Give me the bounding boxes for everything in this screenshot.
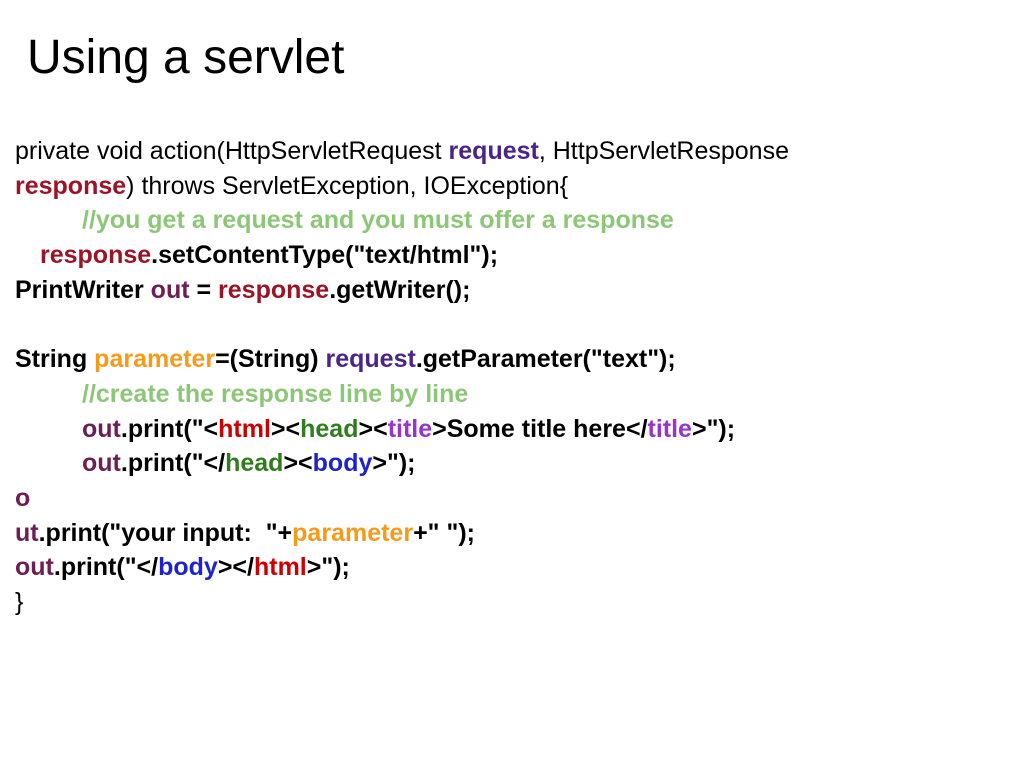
code-body: private void action(HttpServletRequest r… [15, 134, 789, 620]
code-token: out [15, 553, 54, 582]
code-token: html [218, 414, 271, 443]
slide-title: Using a servlet [27, 31, 345, 84]
code-token: , HttpServletResponse [538, 137, 789, 165]
code-token: head [225, 449, 284, 478]
code-token: = [189, 275, 219, 304]
code-token: >Some title here</ [432, 414, 648, 443]
code-line: PrintWriter out = response.getWriter(); [15, 273, 789, 308]
code-token: out [82, 414, 121, 443]
code-token: parameter [94, 345, 216, 374]
code-token: response [15, 171, 127, 200]
code-token: >< [358, 414, 388, 443]
code-token: >"); [691, 414, 736, 443]
code-line: out.print("<html><head><title>Some title… [15, 412, 789, 447]
code-token: .print("your input: "+ [38, 518, 293, 547]
code-token: response [40, 241, 152, 270]
code-token: >"); [306, 553, 350, 582]
code-token: request [325, 345, 416, 374]
code-token: +" "); [413, 518, 475, 547]
code-token: .getWriter(); [329, 275, 471, 304]
code-line: //you get a request and you must offer a… [15, 203, 789, 238]
code-token: //you get a request and you must offer a… [82, 206, 674, 235]
code-token: .print("</ [53, 553, 159, 582]
code-token: } [15, 587, 24, 616]
code-token: response [218, 275, 330, 304]
code-token: body [158, 553, 218, 582]
code-token: .print("< [120, 414, 219, 443]
code-token: .getParameter("text"); [415, 345, 676, 374]
code-token: title [387, 414, 433, 443]
code-line: private void action(HttpServletRequest r… [15, 134, 789, 169]
code-line: String parameter=(String) request.getPar… [15, 342, 789, 377]
code-token: .setContentType("text/html"); [151, 241, 499, 270]
code-token: out [150, 275, 190, 304]
code-line: response) throws ServletException, IOExc… [15, 169, 789, 204]
code-token: out [82, 449, 121, 478]
code-token: .print("</ [120, 449, 226, 478]
code-token: title [647, 414, 692, 443]
code-token: ut [15, 518, 39, 547]
code-line [15, 307, 789, 342]
code-line: } [15, 585, 789, 620]
code-token: PrintWriter [15, 275, 151, 304]
code-token: head [300, 414, 359, 443]
code-token: body [312, 449, 373, 478]
code-token: >< [270, 414, 301, 443]
code-token: String [15, 345, 95, 374]
code-line: out.print("</head><body>"); [15, 446, 789, 481]
code-token: request [448, 137, 539, 165]
code-token: private void action(HttpServletRequest [15, 137, 449, 165]
code-line: ut.print("your input: "+parameter+" "); [15, 516, 789, 551]
code-token: parameter [292, 518, 414, 547]
code-token: html [253, 553, 307, 582]
code-token: o [15, 483, 31, 512]
code-token: //create the response line by line [82, 379, 469, 408]
code-token: ></ [217, 553, 254, 582]
code-token: >< [283, 449, 313, 478]
code-line: o [15, 481, 789, 516]
code-line: //create the response line by line [15, 377, 789, 412]
code-token: =(String) [215, 345, 326, 374]
code-line: out.print("</body></html>"); [15, 550, 789, 585]
code-line: response.setContentType("text/html"); [15, 238, 789, 273]
code-token: ) throws ServletException, IOException{ [126, 171, 569, 200]
code-token: >"); [372, 449, 416, 478]
